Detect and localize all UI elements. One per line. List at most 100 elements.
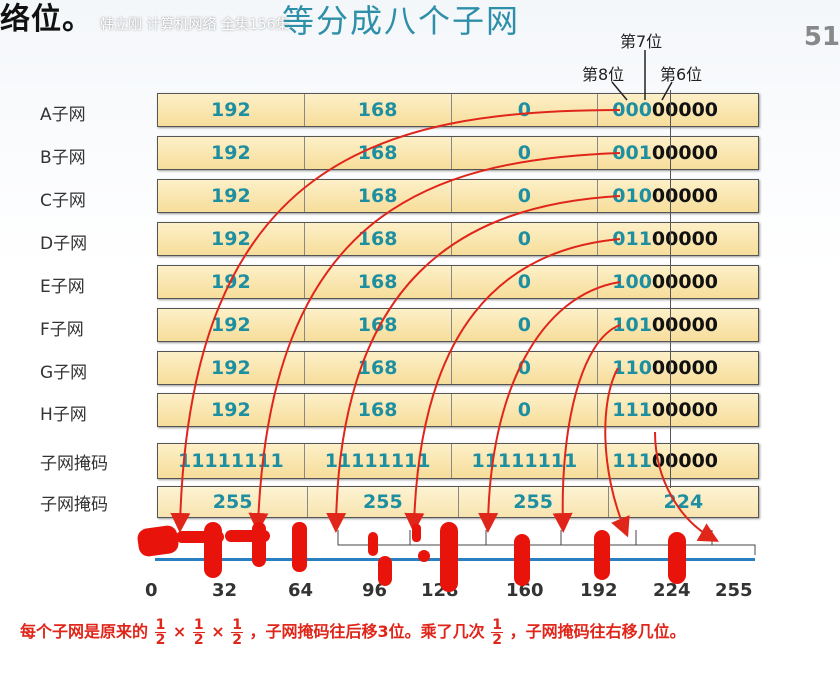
slide-title: 等分成八个子网 <box>282 2 521 40</box>
tick-160: 160 <box>506 580 544 601</box>
row-label-b: B子网 <box>40 148 86 168</box>
bit7-label: 第7位 <box>620 32 663 51</box>
mapping-arrows <box>170 109 719 542</box>
subnet-bits: 011 <box>612 228 652 250</box>
octet-2: 168 <box>305 180 452 212</box>
row-label-e: E子网 <box>40 277 85 297</box>
octet-3: 0 <box>452 394 599 426</box>
bit-pointer-lines <box>611 50 673 101</box>
mask-dec-octet-4: 224 <box>663 491 704 513</box>
octet-2: 168 <box>305 137 452 169</box>
octet-2: 168 <box>305 309 452 341</box>
bit6-label: 第6位 <box>660 65 703 84</box>
tick-64: 64 <box>288 580 314 601</box>
row-label-g: G子网 <box>40 363 88 383</box>
octet-1: 192 <box>158 309 305 341</box>
tick-0: 0 <box>145 580 158 601</box>
octet-3: 0 <box>452 137 599 169</box>
subnet-bits: 111 <box>612 399 652 421</box>
subnet-bits: 101 <box>612 314 652 336</box>
red-highlight-marks <box>137 522 686 592</box>
subnet-bits: 010 <box>612 185 652 207</box>
mask-subnet-bits: 111 <box>612 450 652 472</box>
host-bits: 00000 <box>651 357 719 379</box>
bit8-label: 第8位 <box>582 65 625 84</box>
note-middle: ，子网掩码往后移3位。乘了几次 <box>249 622 485 641</box>
row-label-h: H子网 <box>40 405 87 425</box>
octet-2: 168 <box>305 94 452 126</box>
host-bits: 00000 <box>651 314 719 336</box>
row-label-f: F子网 <box>40 320 84 340</box>
octet-2: 168 <box>305 352 452 384</box>
octet-1: 192 <box>158 394 305 426</box>
host-bits: 00000 <box>651 271 719 293</box>
mask-binary-label: 子网掩码 <box>40 454 108 474</box>
mask-dec-octet-3: 255 <box>459 487 609 517</box>
subnet-bits: 110 <box>612 357 652 379</box>
row-label-d: D子网 <box>40 234 88 254</box>
tick-255: 255 <box>715 580 753 601</box>
note-suffix: ，子网掩码往右移几位。 <box>509 622 686 641</box>
host-bits: 00000 <box>651 142 719 164</box>
corner-logo-text: 51 <box>803 22 840 52</box>
mask-decimal-label: 子网掩码 <box>40 495 108 515</box>
subnet-bits: 100 <box>612 271 652 293</box>
tick-32: 32 <box>212 580 238 601</box>
host-bits: 00000 <box>651 185 719 207</box>
octet-1: 192 <box>158 180 305 212</box>
mask-dec-octet-2: 255 <box>308 487 459 517</box>
octet-1: 192 <box>158 94 305 126</box>
host-bits: 00000 <box>651 399 719 421</box>
mask-octet-1: 11111111 <box>158 444 305 478</box>
octet-3: 0 <box>452 223 599 255</box>
octet-1: 192 <box>158 223 305 255</box>
octet-1: 192 <box>158 137 305 169</box>
segment-brackets <box>337 530 756 555</box>
row-label-a: A子网 <box>40 105 86 125</box>
octet-3: 0 <box>452 309 599 341</box>
mask-dec-octet-1: 255 <box>158 487 309 517</box>
octet-2: 168 <box>305 394 452 426</box>
note-prefix: 每个子网是原来的 <box>20 622 149 641</box>
tick-96: 96 <box>362 580 388 601</box>
octet-2: 168 <box>305 266 452 298</box>
octet-1: 192 <box>158 352 305 384</box>
octet-3: 0 <box>452 266 599 298</box>
previous-slide-title: 络位。 <box>0 2 93 37</box>
tick-224: 224 <box>653 580 691 601</box>
octet-3: 0 <box>452 180 599 212</box>
mask-octet-3: 11111111 <box>452 444 599 478</box>
bit-boundary-line <box>670 90 671 488</box>
row-label-c: C子网 <box>40 191 86 211</box>
host-bits: 00000 <box>651 99 719 121</box>
mask-octet-2: 11111111 <box>305 444 452 478</box>
mask-host-bits: 00000 <box>651 450 719 472</box>
subnet-bits: 001 <box>612 142 652 164</box>
host-bits: 00000 <box>651 228 719 250</box>
tick-192: 192 <box>580 580 618 601</box>
octet-2: 168 <box>305 223 452 255</box>
video-watermark: 韩立刚 计算机网络 全集156集 <box>100 17 290 33</box>
octet-3: 0 <box>452 352 599 384</box>
